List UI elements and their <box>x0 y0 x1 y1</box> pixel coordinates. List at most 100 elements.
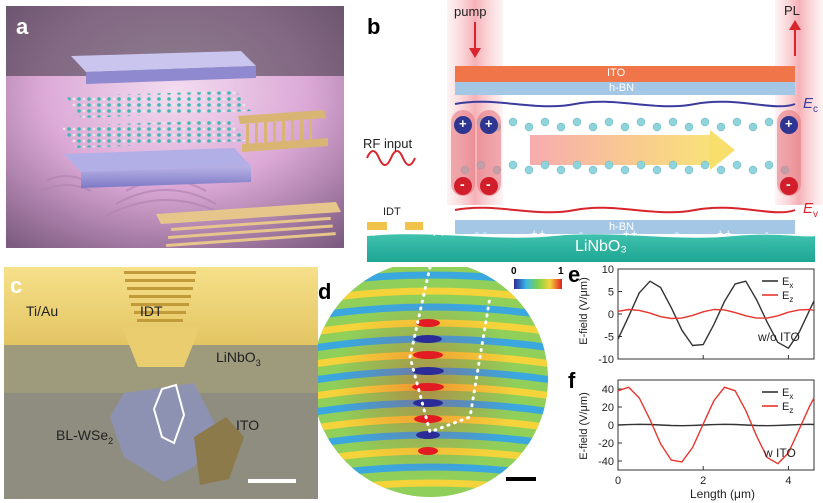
wse2-main: BL-WSe <box>56 427 109 443</box>
hbn-bottom-label: h-BN <box>609 221 635 233</box>
pl-label: PL <box>784 3 800 18</box>
panel-f-annotation: w ITO <box>764 446 796 460</box>
surface-charge: - <box>483 227 487 239</box>
colorbar <box>514 279 562 289</box>
hole-sign: + <box>459 116 467 131</box>
ev-main: E <box>803 200 814 217</box>
y-tick-label: -5 <box>604 332 614 344</box>
legend-label-sub: z <box>789 406 793 415</box>
y-axis-label-e: E-field (V/μm) <box>578 265 590 357</box>
panel-e-label: e <box>568 262 581 287</box>
panel-a: a <box>6 6 344 248</box>
ito-layer-label: ITO <box>607 67 626 79</box>
substrate-label: LiNbO₃ <box>575 238 627 255</box>
series-line-ez <box>617 308 815 320</box>
hole-sign: + <box>485 116 493 131</box>
ylabel-end: m) <box>578 277 590 291</box>
surface-charge: + <box>797 228 804 240</box>
y-tick-label: 0 <box>608 420 614 432</box>
panel-e-annotation: w/o ITO <box>758 330 800 344</box>
surface-charge: + <box>439 228 446 240</box>
legend-label: Ez <box>782 401 793 415</box>
panel-d-label: d <box>318 279 332 304</box>
xlabel-mu: μ <box>734 487 741 501</box>
ylabel-end: m) <box>578 392 590 406</box>
y-tick-label: 10 <box>602 264 614 276</box>
series-line-ez <box>617 386 815 465</box>
surface-charge: - <box>395 227 399 239</box>
idt-label-b: IDT <box>383 206 401 218</box>
y-axis-label-f: E-field (V/μm) <box>578 380 590 472</box>
ev-label: Ev <box>803 200 818 220</box>
ylabel-main: E-field (V/ <box>578 296 590 345</box>
panel-a-illustration <box>6 6 344 248</box>
surface-charge: - <box>675 227 679 239</box>
linbo3-sub: 3 <box>255 357 261 368</box>
series-line-ex <box>617 423 815 427</box>
panel-c-micrograph <box>4 267 318 499</box>
surface-charge: + <box>725 228 732 240</box>
x-tick-label: 4 <box>785 475 791 487</box>
ec-sub: c <box>813 104 819 115</box>
surface-charge: - <box>579 227 583 239</box>
panel-d-field-map <box>318 267 562 497</box>
panel-c: c Ti/Au IDT LiNbO3 ITO BL-WSe2 <box>4 267 318 499</box>
surface-charge: + <box>431 228 438 240</box>
surface-charge: + <box>531 228 538 240</box>
y-tick-label: -10 <box>598 354 614 366</box>
legend-label: Ez <box>782 290 793 304</box>
idt-label-c: IDT <box>140 303 163 319</box>
xlabel-main: Length ( <box>690 487 735 501</box>
ylabel-main: E-field (V/ <box>578 411 590 460</box>
linbo3-label: LiNbO3 <box>216 349 261 368</box>
y-tick-label: 40 <box>602 384 614 396</box>
panel-c-label: c <box>10 273 23 298</box>
panel-f-label: f <box>568 368 576 393</box>
ev-sub: v <box>813 209 819 220</box>
surface-charge: + <box>623 228 630 240</box>
legend-label-sub: x <box>789 392 793 401</box>
wse2-sub: 2 <box>108 435 114 446</box>
x-tick-label: 2 <box>700 475 706 487</box>
y-tick-label: -40 <box>598 456 614 468</box>
surface-charge: + <box>539 228 546 240</box>
electron-sign: - <box>460 176 465 192</box>
ylabel-mu: μ <box>578 290 590 297</box>
pump-label: pump <box>454 4 487 19</box>
linbo3-main: LiNbO <box>216 349 256 365</box>
panel-b-schematic <box>366 0 823 262</box>
ec-main: E <box>803 95 814 112</box>
y-tick-label: 5 <box>608 287 614 299</box>
legend-label: Ex <box>782 387 793 401</box>
x-tick-label: 0 <box>615 475 621 487</box>
ti-au-label: Ti/Au <box>26 303 59 319</box>
legend-label: Ex <box>782 276 793 290</box>
surface-charge: + <box>371 228 378 240</box>
panel-d: d 0 1 <box>318 267 568 499</box>
surface-charge: - <box>765 227 769 239</box>
ylabel-mu: μ <box>578 405 590 412</box>
electron-sign: - <box>486 176 491 192</box>
panel-a-label: a <box>16 14 29 39</box>
ito-label-c: ITO <box>236 417 260 433</box>
colorbar-max: 1 <box>558 267 564 277</box>
electron-sign: - <box>786 176 791 192</box>
wse2-label: BL-WSe2 <box>56 427 113 446</box>
hbn-top-label: h-BN <box>609 82 635 94</box>
hole-sign: + <box>785 116 793 131</box>
y-tick-label: 0 <box>608 309 614 321</box>
colorbar-min: 0 <box>511 267 517 277</box>
y-tick-label: -20 <box>598 438 614 450</box>
x-axis-label: Length (μm) <box>690 487 755 501</box>
panel-b-label: b <box>367 14 381 39</box>
surface-charge: + <box>631 228 638 240</box>
y-tick-label: 20 <box>602 402 614 414</box>
surface-charge: + <box>717 228 724 240</box>
panel-b: b pump PL ITO h-BN h-BN Ec Ev RF input I… <box>355 0 823 262</box>
xlabel-end: m) <box>740 487 755 501</box>
surface-charge: - <box>475 227 479 239</box>
